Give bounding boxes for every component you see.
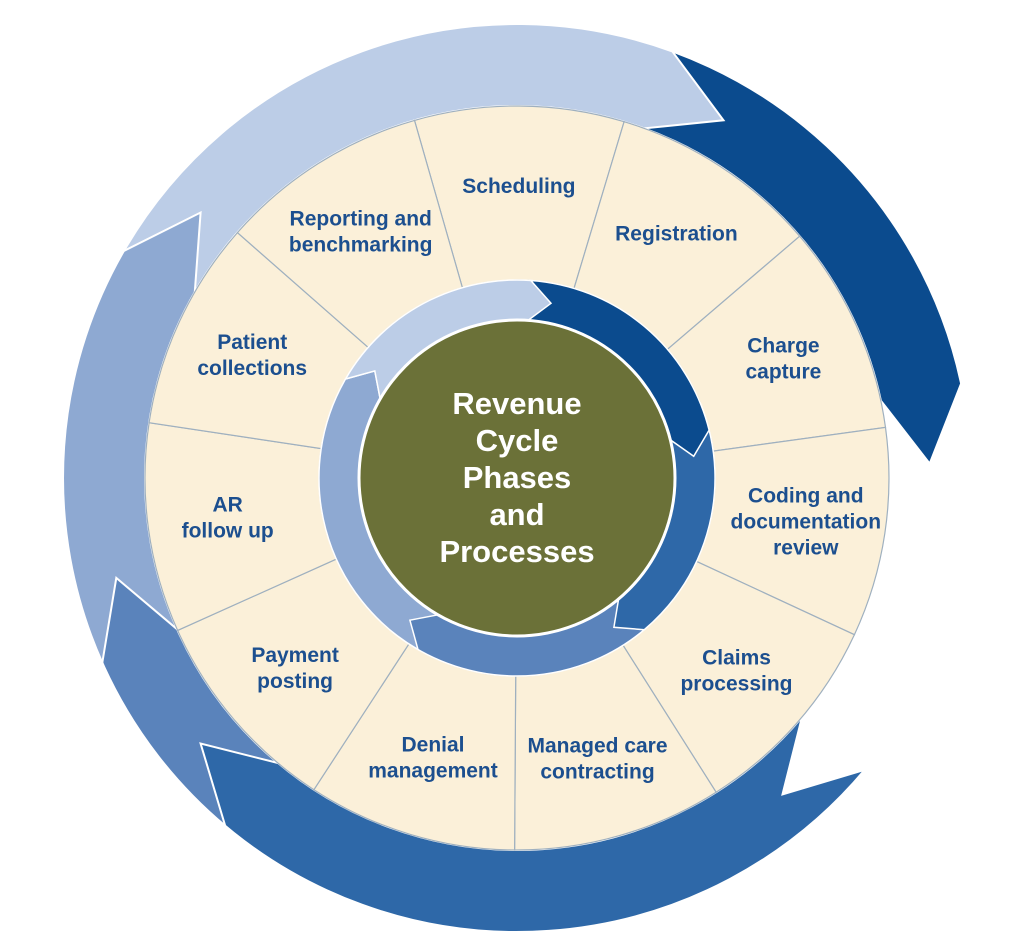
segment-label-line: management bbox=[368, 760, 498, 783]
segment-label: Patient collections bbox=[197, 331, 307, 380]
process-segment: Reporting and benchmarking bbox=[236, 119, 464, 349]
segment-label-line: processing bbox=[680, 673, 792, 696]
process-segment: Coding and documentation review bbox=[695, 426, 890, 636]
segment-label-line: Reporting and bbox=[290, 207, 432, 230]
segment-label-line: Coding and bbox=[748, 484, 863, 507]
segment-label: Denial management bbox=[368, 734, 498, 783]
segment-label-line: contracting bbox=[540, 761, 654, 784]
center-title-line: Revenue bbox=[452, 386, 581, 421]
segment-label: Claims processing bbox=[680, 647, 792, 696]
segment-label: Payment posting bbox=[251, 644, 339, 693]
segment-label-line: Charge bbox=[747, 334, 819, 357]
center-title-line: and bbox=[489, 497, 544, 532]
process-segment: Patient collections bbox=[148, 231, 370, 450]
center-title-line: Cycle bbox=[476, 423, 559, 458]
segment-label-line: collections bbox=[197, 357, 307, 380]
segment-label-line: Patient bbox=[217, 331, 287, 354]
center-circle bbox=[357, 318, 677, 638]
center-title-line: Phases bbox=[463, 460, 572, 495]
segment-label-line: review bbox=[773, 536, 839, 559]
segment-label-line: Claims bbox=[702, 647, 771, 670]
segment-label-line: benchmarking bbox=[289, 233, 433, 256]
segment-label: Registration bbox=[615, 222, 738, 245]
center-title-line: Processes bbox=[439, 534, 594, 569]
segment-label-line: Denial bbox=[401, 734, 464, 757]
segment-label: Scheduling bbox=[462, 175, 575, 198]
segment-label: Coding and documentation review bbox=[731, 484, 882, 559]
segment-label-line: posting bbox=[257, 670, 333, 693]
segment-label-line: capture bbox=[745, 360, 821, 383]
segment-label-line: documentation bbox=[731, 510, 882, 533]
segment-label: Managed care contracting bbox=[527, 735, 667, 784]
segment-label-line: Payment bbox=[251, 644, 339, 667]
segment-label-line: Managed care bbox=[527, 735, 667, 758]
segment-label-line: follow up bbox=[182, 520, 274, 543]
segment-label-line: Registration bbox=[615, 222, 738, 245]
segment-label: Charge capture bbox=[745, 334, 821, 383]
segment-label-line: Scheduling bbox=[462, 175, 575, 198]
segment-label: AR follow up bbox=[182, 494, 274, 543]
segment-label: Reporting and benchmarking bbox=[289, 207, 433, 256]
segment-label-line: AR bbox=[213, 494, 243, 517]
